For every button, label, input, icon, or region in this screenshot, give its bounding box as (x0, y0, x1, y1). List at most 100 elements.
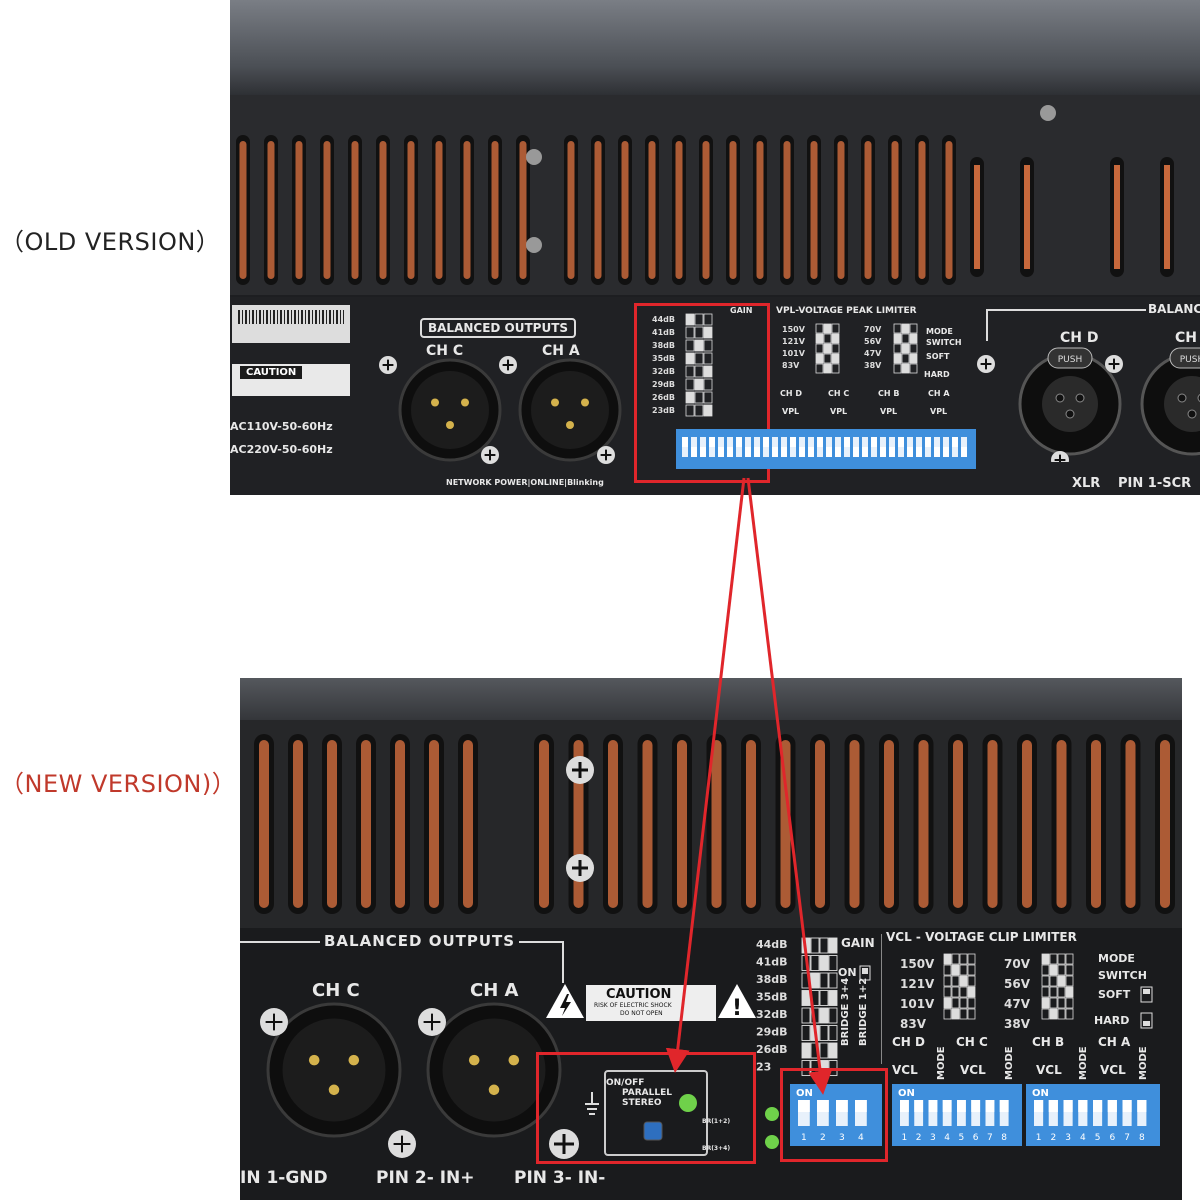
svg-text:150V: 150V (900, 957, 935, 971)
svg-text:3: 3 (839, 1133, 845, 1143)
old-xlr-connectors (379, 356, 622, 464)
parallel-switch-highlight (536, 1052, 756, 1164)
panel-screw-icon (549, 1129, 579, 1159)
new-vcl-label-2: VCL (960, 1063, 986, 1077)
svg-text:101V: 101V (900, 997, 935, 1011)
svg-text:38V: 38V (1004, 1017, 1031, 1031)
new-warning-triangle-icon: ! (718, 984, 756, 1020)
svg-text:2: 2 (916, 1133, 922, 1143)
new-top-chassis (240, 678, 1182, 720)
old-top-chassis (230, 0, 1200, 95)
svg-text:4: 4 (858, 1133, 864, 1143)
vcl-title: VCL - VOLTAGE CLIP LIMITER (886, 930, 1077, 944)
new-caution-text: CAUTION (606, 987, 672, 1002)
svg-text:83V: 83V (900, 1017, 927, 1031)
old-xlr-female-connectors: PUSH PUSH (977, 347, 1200, 462)
new-balanced-outputs-title: BALANCED OUTPUTS (320, 932, 520, 950)
br34-label: BR(3+4) (702, 1145, 731, 1152)
svg-text:3: 3 (1065, 1133, 1071, 1143)
old-ch-b-dip-label: CH B (878, 389, 900, 398)
svg-text:56V: 56V (1004, 977, 1031, 991)
svg-text:44dB: 44dB (652, 315, 675, 324)
svg-text:41dB: 41dB (756, 956, 788, 969)
svg-text:23dB: 23dB (652, 406, 675, 415)
svg-text:38V: 38V (864, 361, 882, 370)
old-hard-label: HARD (924, 370, 950, 379)
new-caution-sub1: RISK OF ELECTRIC SHOCK (594, 1002, 672, 1009)
svg-text:5: 5 (1095, 1133, 1101, 1143)
svg-text:PUSH: PUSH (1180, 355, 1200, 365)
svg-text:6: 6 (973, 1133, 979, 1143)
new-version-label: （NEW VERSION)） (0, 770, 237, 798)
old-xlr-label: XLR (1072, 476, 1101, 491)
svg-text:150V: 150V (782, 325, 806, 334)
old-amplifier-rear-panel: CAUTION ! AC110V-50-60Hz AC220V-50-60Hz … (230, 0, 1200, 495)
old-gain-label: GAIN (730, 306, 753, 315)
soft-hard-indicators (1140, 986, 1153, 1029)
svg-text:70V: 70V (1004, 957, 1031, 971)
br12-label: BR(1+2) (702, 1118, 731, 1125)
old-ch-d-label: CH D (1060, 330, 1099, 346)
svg-text:47V: 47V (864, 349, 882, 358)
on-off-label: ON/OFF (606, 1078, 645, 1088)
svg-text:32dB: 32dB (652, 367, 675, 376)
svg-text:1: 1 (1036, 1133, 1042, 1143)
old-ac220-text: AC220V-50-60Hz (230, 443, 333, 456)
old-network-label: NETWORK POWER|ONLINE|Blinking (446, 478, 604, 487)
new-vcl-label-4: VCL (1100, 1063, 1126, 1077)
new-vcl-label-1: VCL (892, 1063, 918, 1077)
svg-text:5: 5 (959, 1133, 965, 1143)
svg-text:29dB: 29dB (652, 380, 675, 389)
svg-text:8: 8 (1139, 1133, 1145, 1143)
svg-text:ON: ON (796, 1088, 813, 1099)
new-caution-sticker: CAUTION RISK OF ELECTRIC SHOCK DO NOT OP… (586, 985, 716, 1021)
new-ch-b-label: CH B (1032, 1035, 1065, 1049)
new-ch-c-label: CH C (312, 980, 360, 1001)
old-dip-switch-strip[interactable] (676, 429, 976, 469)
pin1-label: IN 1-GND (240, 1168, 328, 1188)
svg-text:121V: 121V (900, 977, 935, 991)
pin3-label: PIN 3- IN- (514, 1168, 606, 1188)
barcode-sticker (232, 305, 350, 343)
bridge12-label: BRIDGE 1+2 (858, 977, 869, 1046)
bridge-12-led-icon (765, 1107, 779, 1121)
svg-text:2: 2 (1050, 1133, 1056, 1143)
old-vpl-label-3: VPL (880, 407, 898, 416)
svg-text:2: 2 (820, 1133, 826, 1143)
svg-text:29dB: 29dB (756, 1026, 788, 1039)
old-vpl-title: VPL-VOLTAGE PEAK LIMITER (776, 306, 917, 316)
svg-text:38dB: 38dB (652, 341, 675, 350)
svg-text:47V: 47V (1004, 997, 1031, 1011)
old-ch-a-dip-label: CH A (928, 389, 950, 398)
svg-text:32dB: 32dB (756, 1008, 788, 1021)
ground-symbol-icon (585, 1092, 599, 1115)
svg-text:35dB: 35dB (756, 991, 788, 1004)
parallel-led-icon (679, 1094, 697, 1112)
old-caution-text: CAUTION (240, 366, 303, 379)
new-mode-vert-4: MODE (1138, 1046, 1149, 1080)
new-ch-c-label2: CH C (956, 1035, 988, 1049)
old-ch-a-label: CH A (542, 343, 580, 359)
old-balanced-outputs-title: BALANCED OUTPUTS (420, 318, 577, 338)
new-xlr-connectors (260, 1002, 562, 1158)
old-version-label: （OLD VERSION） (0, 228, 221, 256)
svg-text:PUSH: PUSH (1058, 355, 1083, 365)
parallel-push-button[interactable] (642, 1120, 666, 1144)
svg-text:83V: 83V (782, 361, 800, 370)
old-ch-c-dip-label: CH C (828, 389, 850, 398)
svg-text:26dB: 26dB (756, 1043, 788, 1056)
new-vcl-label-3: VCL (1036, 1063, 1062, 1077)
svg-text:44dB: 44dB (756, 938, 788, 951)
new-ch-d-label: CH D (892, 1035, 925, 1049)
old-ch-c-label: CH C (426, 343, 464, 359)
vcl-divider (881, 934, 882, 1064)
svg-text:41dB: 41dB (652, 328, 675, 337)
new-vent-slots (254, 734, 1175, 914)
svg-text:4: 4 (944, 1133, 950, 1143)
gain-dip-highlight (780, 1068, 888, 1162)
new-amplifier-rear-panel: BALANCED OUTPUTS CH C CH A CAUTION RISK … (240, 678, 1182, 1200)
